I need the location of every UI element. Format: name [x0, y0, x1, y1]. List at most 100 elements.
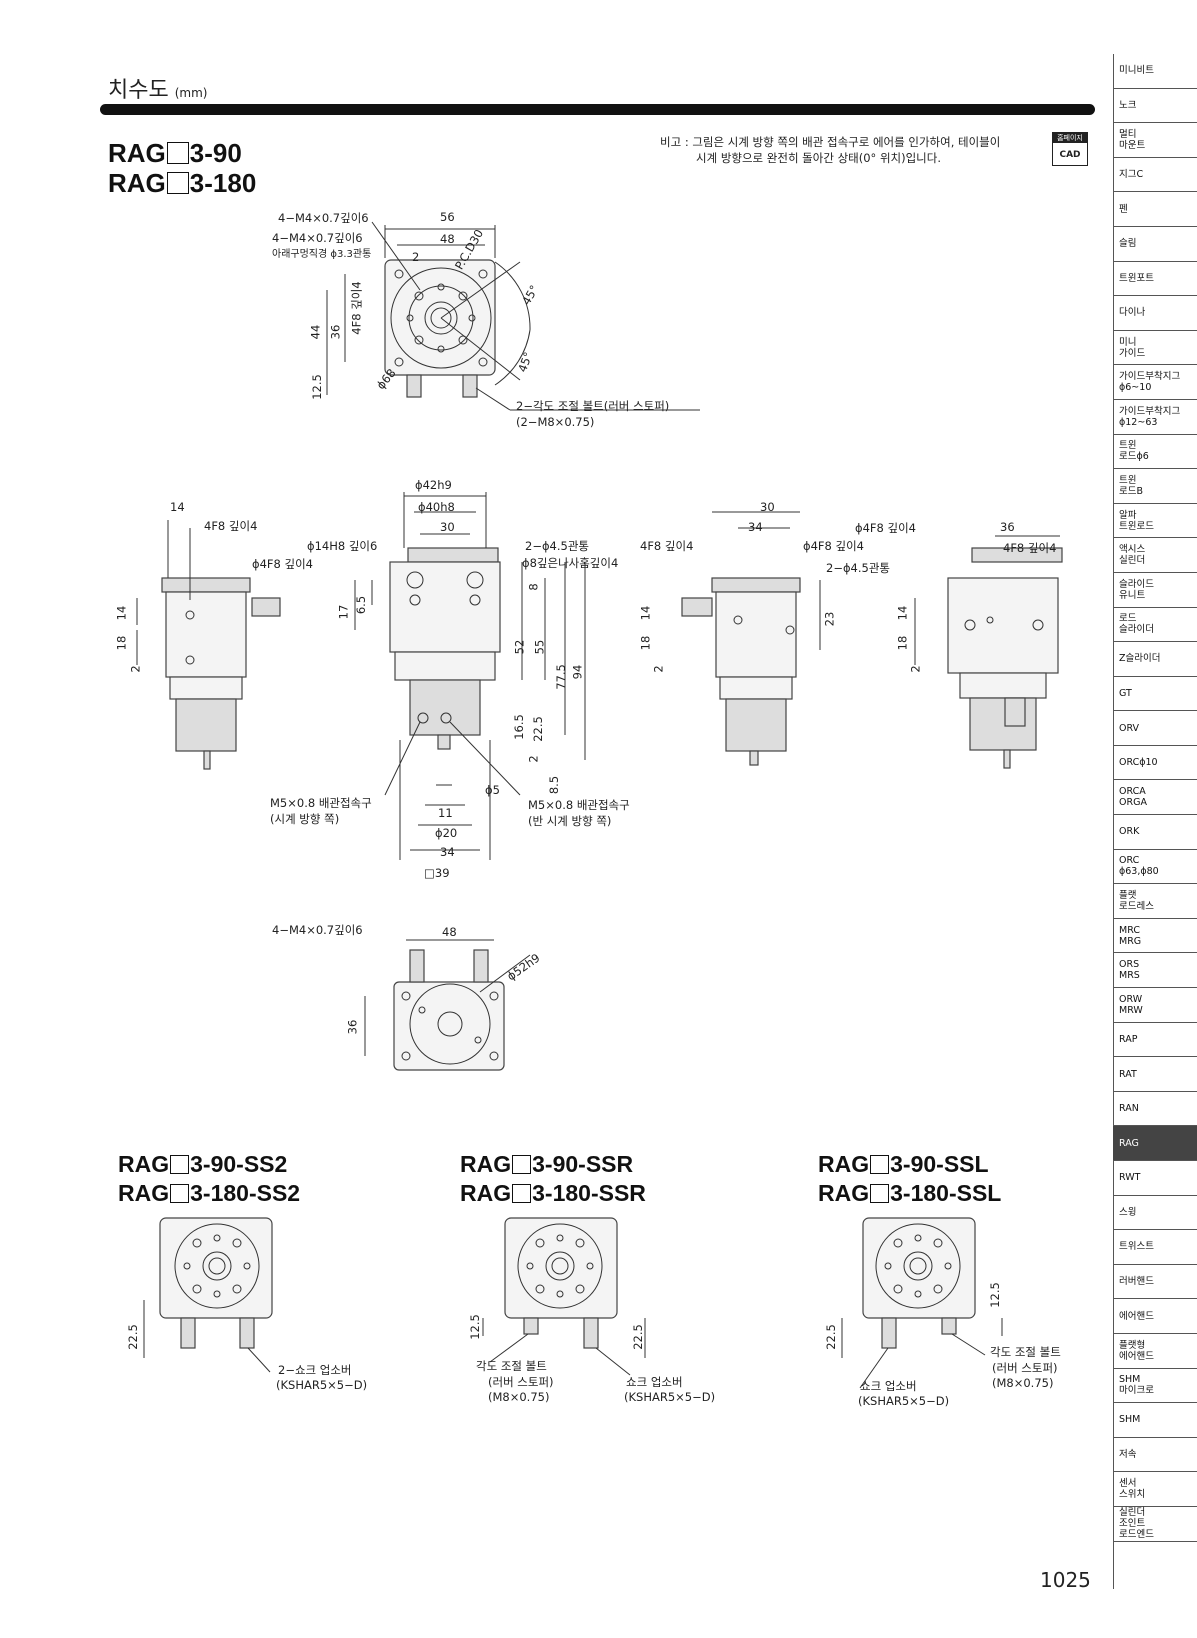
- left-view-drawing: [136, 520, 281, 770]
- dim-label: ϕ42h9: [415, 478, 452, 492]
- sidebar-item[interactable]: 로드 슬라이더: [1113, 608, 1197, 643]
- sidebar-item[interactable]: ORCϕ10: [1113, 746, 1197, 781]
- sidebar-item[interactable]: ORC ϕ63,ϕ80: [1113, 850, 1197, 885]
- sidebar-item[interactable]: ORW MRW: [1113, 988, 1197, 1023]
- sidebar-divider: [1113, 54, 1114, 1589]
- dim-label: 2−쇼크 업소버: [278, 1363, 352, 1377]
- dim-label: (M8×0.75): [488, 1390, 550, 1404]
- sidebar-item[interactable]: 액시스 실린더: [1113, 538, 1197, 573]
- dim-label: 17: [336, 604, 351, 620]
- dim-label: (러버 스토퍼): [488, 1375, 554, 1389]
- dim-label: 2: [128, 665, 143, 673]
- dim-label: 4F8 깊이4: [1003, 541, 1057, 555]
- model-suffix: 3-90: [189, 138, 242, 168]
- model-name: RAG: [108, 168, 166, 198]
- sidebar-item[interactable]: RAG: [1113, 1126, 1197, 1161]
- dim-label: 56: [440, 210, 455, 224]
- sidebar-item[interactable]: 알파 트윈로드: [1113, 504, 1197, 539]
- model-name: RAG: [460, 1180, 512, 1206]
- dim-label: (KSHAR5×5−D): [624, 1390, 716, 1404]
- dim-label: 48: [442, 925, 457, 939]
- sidebar-item[interactable]: Z슬라이더: [1113, 642, 1197, 677]
- dim-label: 4−M4×0.7깊이6: [272, 923, 363, 937]
- model-placeholder-box: [512, 1155, 532, 1174]
- sidebar-item[interactable]: 트윈포트: [1113, 262, 1197, 297]
- sidebar-item[interactable]: RWT: [1113, 1161, 1197, 1196]
- sidebar-item[interactable]: 센서 스위치: [1113, 1472, 1197, 1507]
- dim-label: 18: [638, 635, 653, 651]
- dim-label: 4−M4×0.7깊이6: [272, 231, 363, 245]
- dim-label: ϕ20: [435, 826, 458, 840]
- dim-label: 각도 조절 볼트: [990, 1345, 1061, 1359]
- sidebar-item[interactable]: 가이드부착지그 ϕ12~63: [1113, 400, 1197, 435]
- dim-label: 2−ϕ4.5관통: [525, 539, 589, 553]
- sidebar-item[interactable]: 트위스트: [1113, 1230, 1197, 1265]
- sidebar-item[interactable]: 미니비트: [1113, 54, 1197, 89]
- sidebar-item[interactable]: 저속: [1113, 1438, 1197, 1473]
- dim-label: 77.5: [553, 664, 568, 690]
- title-divider: [100, 104, 1095, 115]
- sidebar-item[interactable]: SHM: [1113, 1403, 1197, 1438]
- sidebar-item[interactable]: 미니 가이드: [1113, 331, 1197, 366]
- model-placeholder-box: [166, 142, 189, 164]
- dim-label: M5×0.8 배관접속구: [528, 798, 630, 812]
- dim-label: 23: [822, 611, 837, 627]
- sidebar-item[interactable]: ORV: [1113, 711, 1197, 746]
- sidebar-item[interactable]: 노크: [1113, 89, 1197, 124]
- sidebar-item[interactable]: GT: [1113, 677, 1197, 712]
- dim-label: ϕ14H8 깊이6: [307, 539, 378, 553]
- dim-label: (M8×0.75): [992, 1376, 1054, 1390]
- sidebar-item[interactable]: 트윈 로드ϕ6: [1113, 435, 1197, 470]
- model-name: RAG: [118, 1180, 170, 1206]
- sidebar-item[interactable]: 가이드부착지그 ϕ6~10: [1113, 365, 1197, 400]
- dim-label: 22.5: [530, 716, 545, 742]
- sidebar-item[interactable]: 플랫 로드레스: [1113, 884, 1197, 919]
- dim-label: 12.5: [467, 1314, 482, 1340]
- sidebar-item[interactable]: 러버핸드: [1113, 1265, 1197, 1300]
- dim-label: 36: [1000, 520, 1015, 534]
- dim-label: 34: [748, 520, 763, 534]
- dim-label: 2: [412, 250, 420, 264]
- sidebar-item[interactable]: 슬림: [1113, 227, 1197, 262]
- model-name: RAG: [108, 138, 166, 168]
- sidebar-item[interactable]: 실린더 조인트 로드엔드: [1113, 1507, 1197, 1542]
- model-name: RAG: [818, 1151, 870, 1177]
- sidebar-item[interactable]: ORK: [1113, 815, 1197, 850]
- sidebar-item[interactable]: RAT: [1113, 1057, 1197, 1092]
- sidebar-item[interactable]: 멀티 마운트: [1113, 123, 1197, 158]
- sidebar-item[interactable]: RAN: [1113, 1092, 1197, 1127]
- sidebar-item[interactable]: ORS MRS: [1113, 953, 1197, 989]
- ssr-drawing: [482, 1217, 646, 1376]
- model-placeholder-box: [166, 172, 189, 194]
- model-name: RAG: [818, 1180, 870, 1206]
- dim-label: 14: [638, 605, 653, 621]
- dim-label: 18: [895, 635, 910, 651]
- sidebar-item[interactable]: 플랫형 에어핸드: [1113, 1334, 1197, 1369]
- sidebar-item[interactable]: 슬라이드 유니트: [1113, 573, 1197, 608]
- dim-label: 2−ϕ4.5관통: [826, 561, 890, 575]
- sidebar-item[interactable]: 에어핸드: [1113, 1299, 1197, 1334]
- dim-label: (시계 방향 쪽): [270, 812, 340, 826]
- model-placeholder-box: [170, 1184, 190, 1203]
- sidebar-item[interactable]: 펜: [1113, 192, 1197, 227]
- sidebar-item[interactable]: 스윙: [1113, 1196, 1197, 1231]
- sidebar-item[interactable]: 다이나: [1113, 296, 1197, 331]
- dim-label: 쇼크 업소버: [860, 1379, 917, 1393]
- dim-label: ϕ8깊은나사홈깊이4: [522, 556, 619, 570]
- dim-label: ϕ4F8 깊이4: [855, 521, 916, 535]
- sidebar-item[interactable]: ORCA ORGA: [1113, 780, 1197, 816]
- side-view-drawing: [914, 535, 1063, 769]
- cad-badge[interactable]: 홈페이지 CAD: [1052, 132, 1088, 166]
- section-title-text: 치수도: [108, 78, 169, 103]
- sidebar-item[interactable]: RAP: [1113, 1023, 1197, 1058]
- sidebar-item[interactable]: 트윈 로드B: [1113, 469, 1197, 504]
- sidebar-item[interactable]: MRC MRG: [1113, 919, 1197, 954]
- dim-label: 22.5: [125, 1324, 140, 1350]
- sidebar-item[interactable]: SHM 마이크로: [1113, 1369, 1197, 1404]
- sidebar-item[interactable]: 지그C: [1113, 158, 1197, 193]
- dim-label: 44: [308, 324, 323, 340]
